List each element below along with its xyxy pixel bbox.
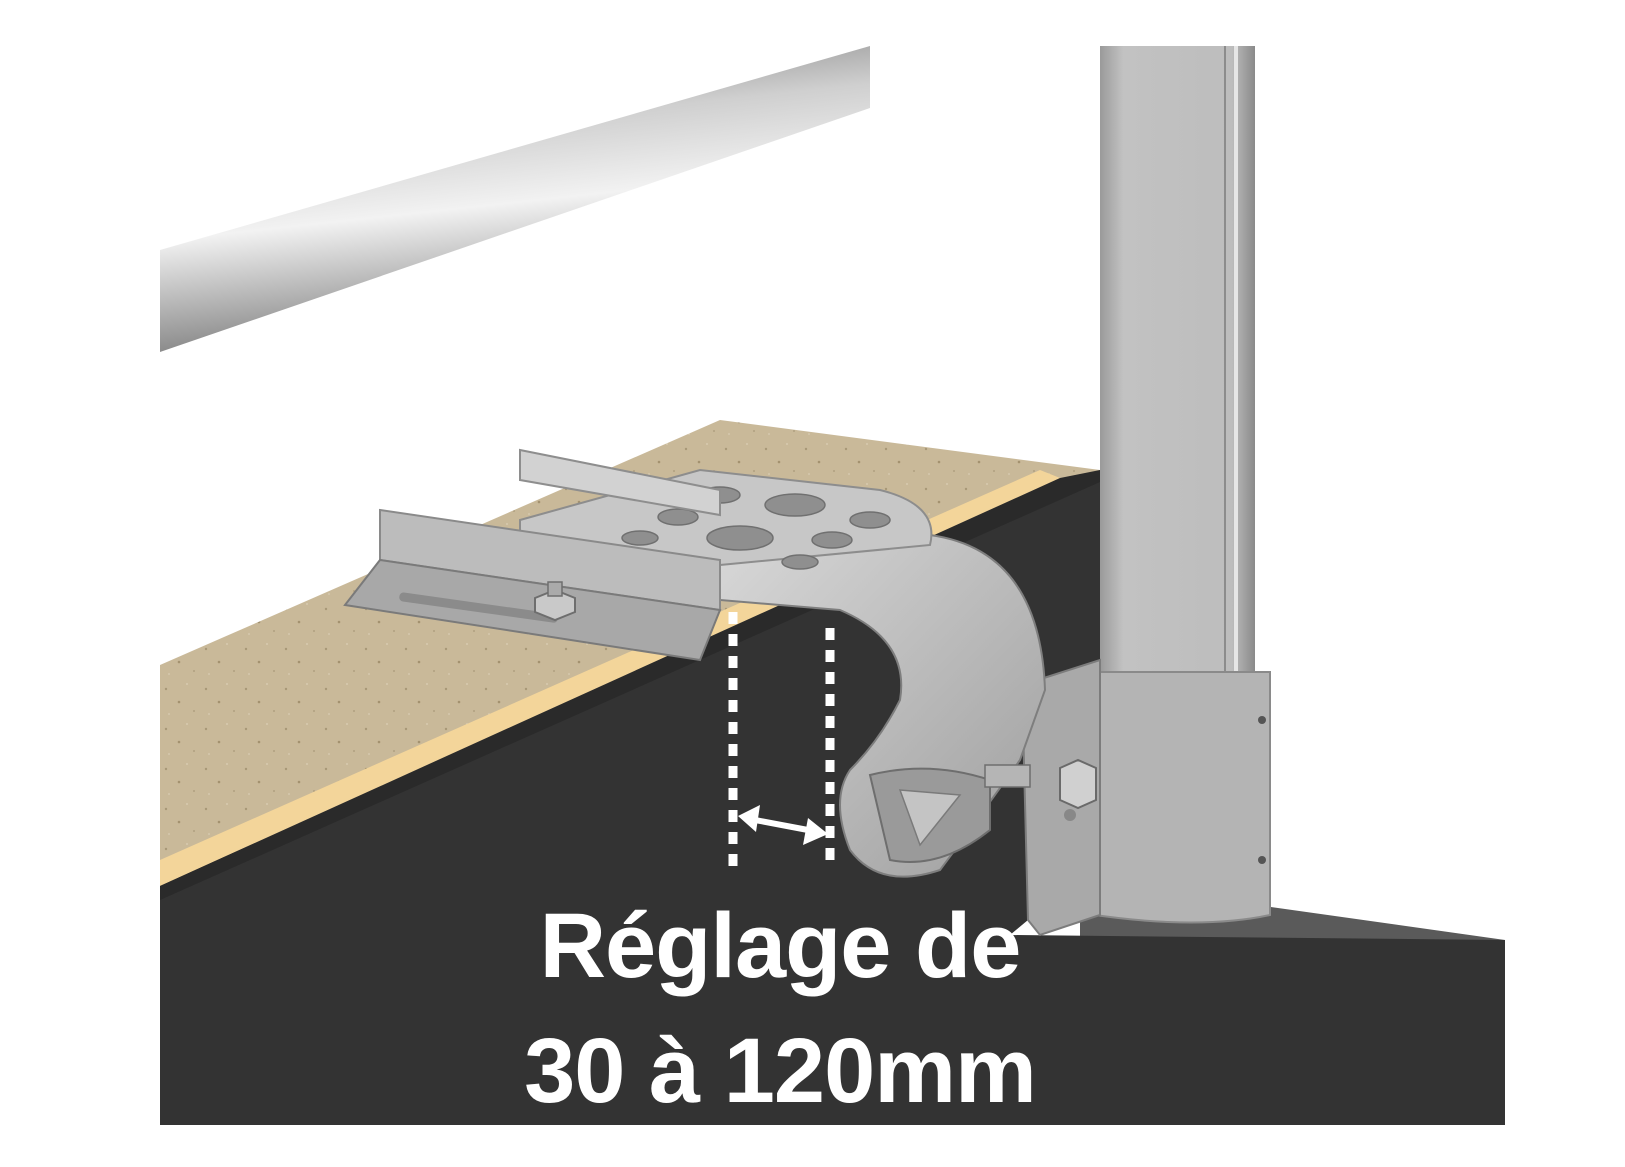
hex-bolt-icon [534, 581, 576, 622]
clamp-bolt-icon [984, 758, 1097, 821]
handrail-tube [160, 46, 870, 352]
angle-rail-upper [519, 448, 721, 517]
angle-rail-flange [343, 558, 722, 662]
adjustment-arrow-icon [738, 805, 828, 845]
slab-front-face [160, 470, 1505, 1125]
adjustment-caption-line1: Réglage de [539, 895, 1022, 997]
adjustment-caption-line2: 30 à 120mm [524, 1020, 1037, 1122]
post-sleeve [1094, 671, 1271, 924]
